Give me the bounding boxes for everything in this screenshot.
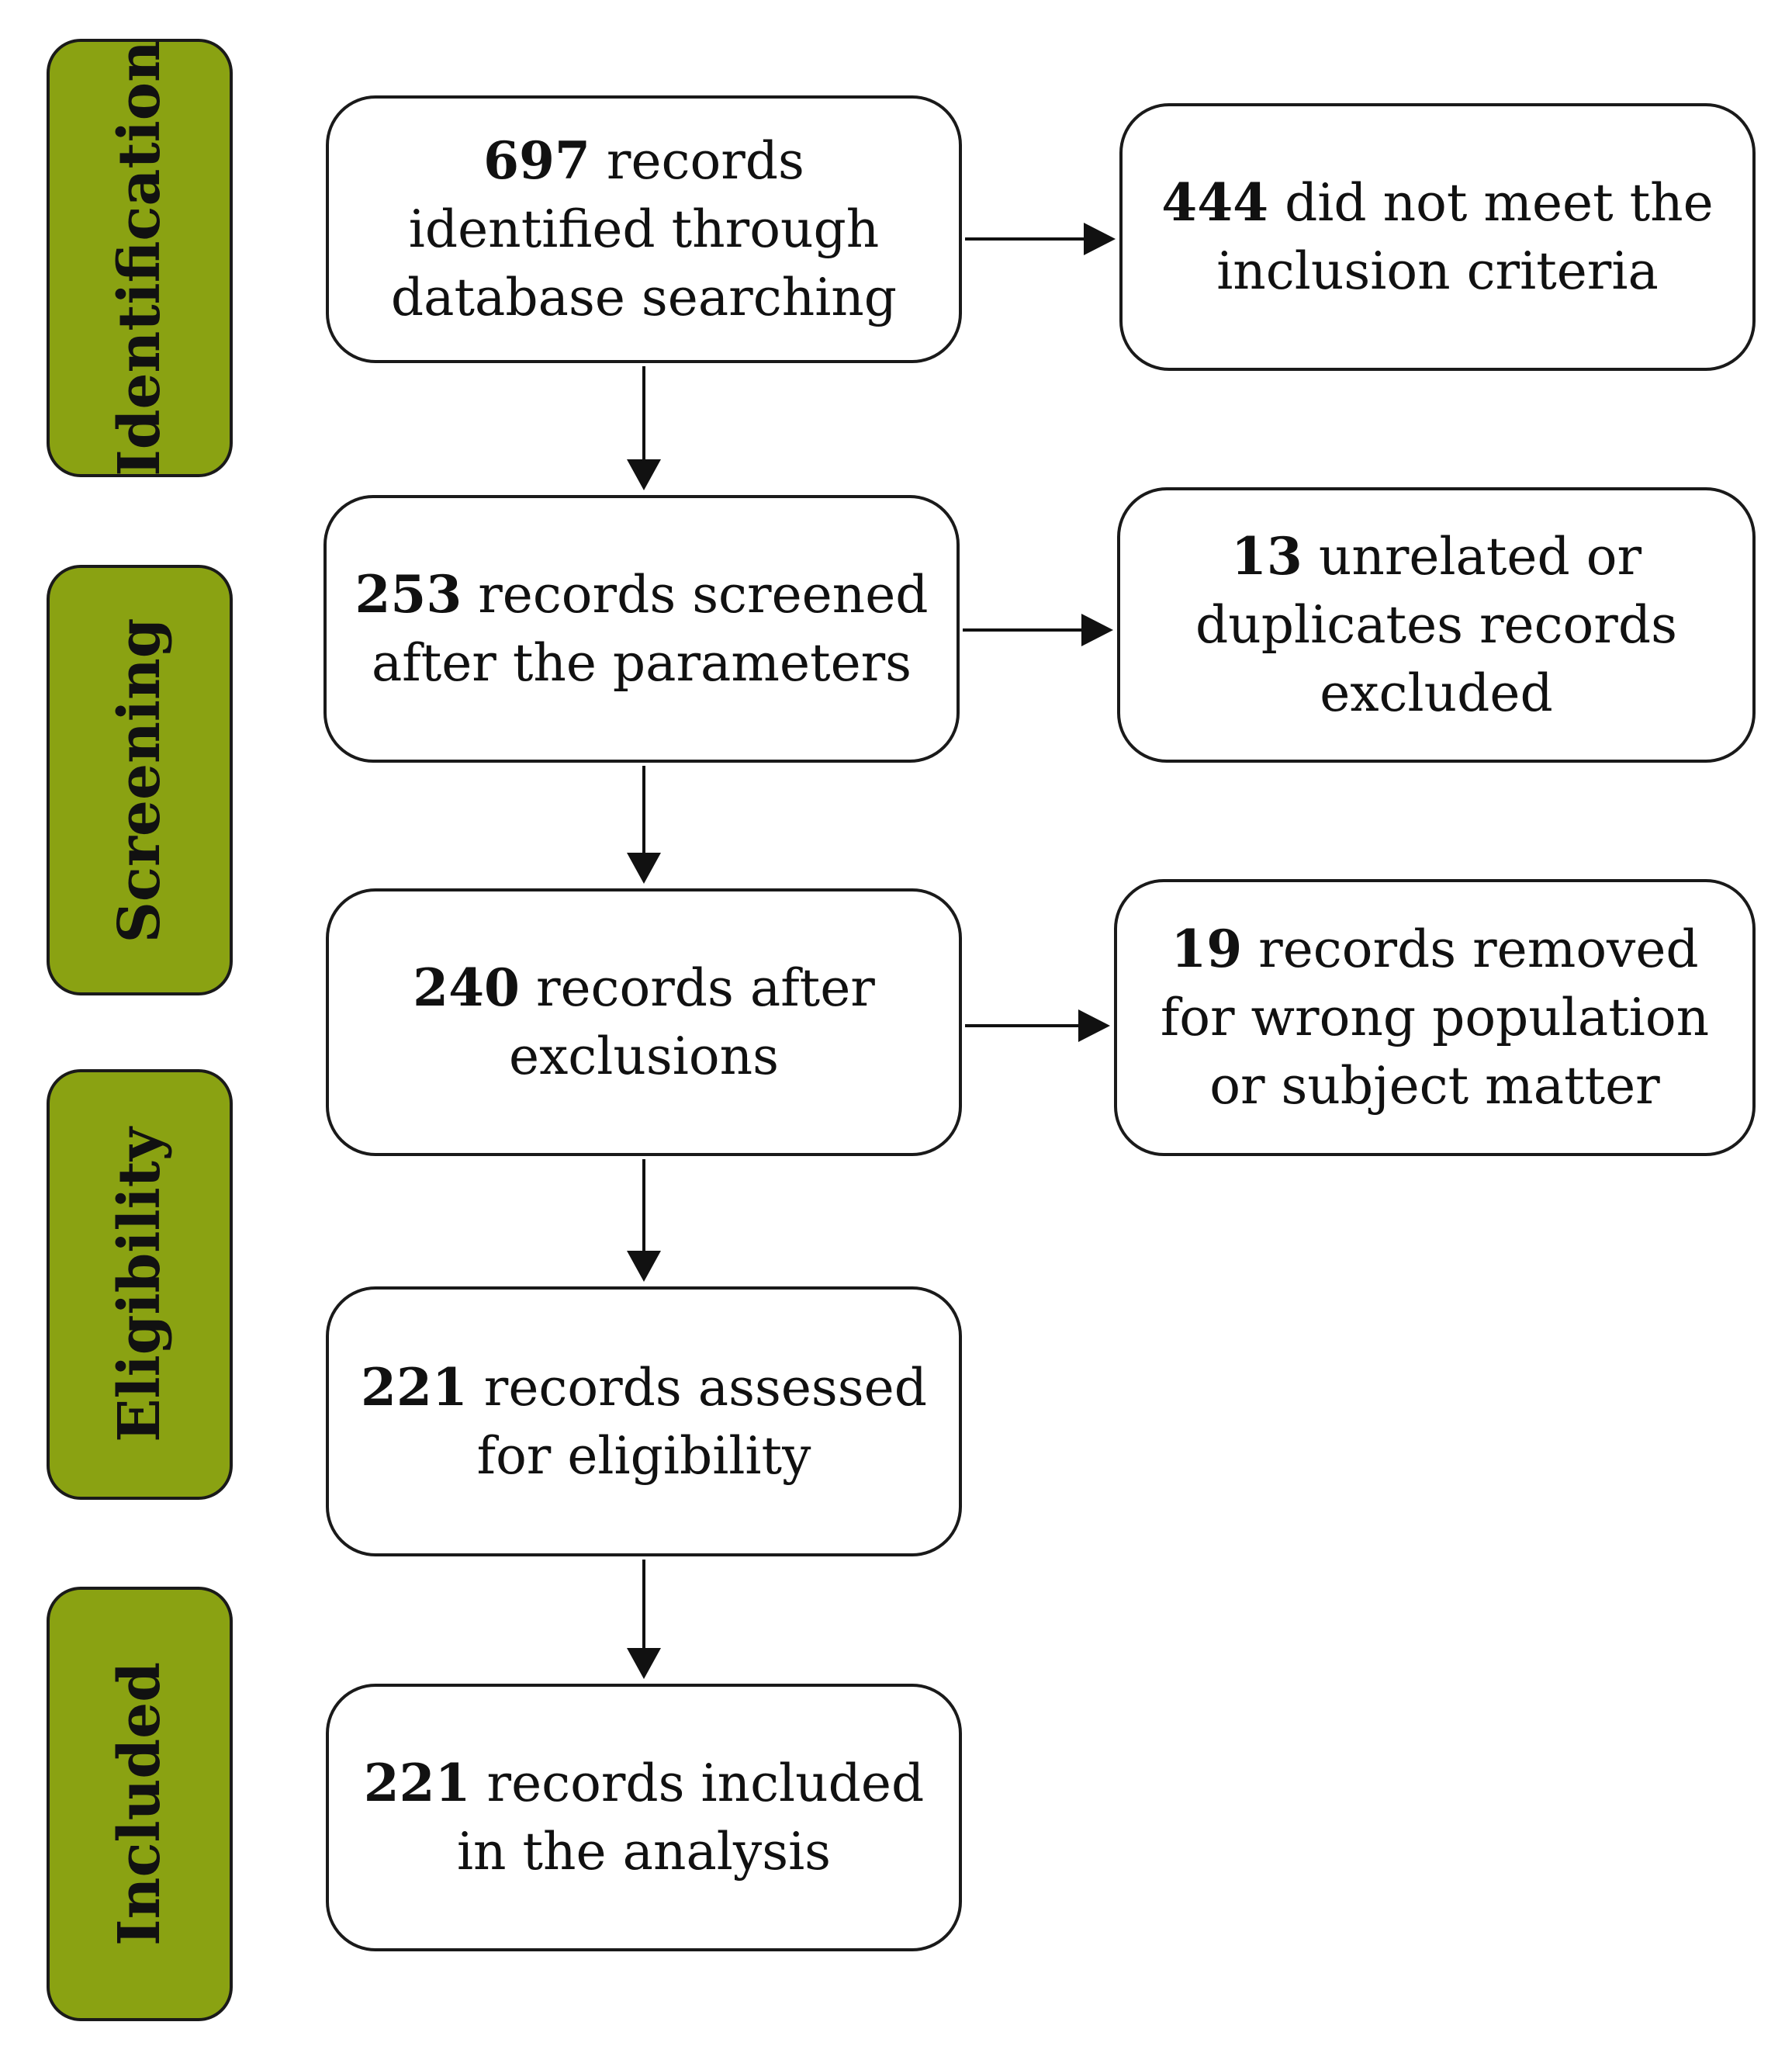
records-after-exclusions-count: 240 — [413, 957, 520, 1018]
stage-included: Included — [47, 1587, 233, 2021]
arrow-identified-to-not-meet-criteria — [965, 223, 1116, 255]
records-included-label: records included in the analysis — [456, 1754, 925, 1882]
records-included-count: 221 — [363, 1753, 471, 1813]
records-screened-count: 253 — [355, 564, 462, 625]
records-assessed-count: 221 — [361, 1356, 468, 1418]
stage-eligibility-label: Eligibility — [106, 1127, 173, 1442]
did-not-meet-criteria-count: 444 — [1161, 172, 1269, 233]
records-identified-count: 697 — [483, 130, 590, 191]
box-records-identified: 697 records identified through database … — [326, 95, 962, 363]
box-did-not-meet-criteria: 444 did not meet the inclusion criteria — [1119, 103, 1756, 371]
wrong-population-label: records removed for wrong population or … — [1160, 919, 1710, 1116]
unrelated-duplicates-label: unrelated or duplicates records excluded — [1195, 527, 1677, 723]
box-records-included: 221 records included in the analysis — [326, 1684, 962, 1951]
unrelated-duplicates-count: 13 — [1230, 526, 1302, 587]
box-wrong-population: 19 records removed for wrong population … — [1114, 879, 1756, 1156]
stage-screening-label: Screening — [106, 617, 173, 943]
stage-eligibility: Eligibility — [47, 1069, 233, 1500]
arrow-after-exclusions-to-assessed — [627, 1159, 661, 1282]
stage-identification-label: Identification — [106, 40, 173, 476]
box-records-assessed: 221 records assessed for eligibility — [326, 1286, 962, 1556]
box-records-assessed-text: 221 records assessed for eligibility — [344, 1353, 943, 1490]
box-records-after-exclusions-text: 240 records after exclusions — [396, 954, 892, 1091]
records-assessed-label: records assessed for eligibility — [476, 1357, 927, 1486]
records-identified-label: records identified through database sear… — [390, 131, 898, 327]
box-records-after-exclusions: 240 records after exclusions — [326, 888, 962, 1156]
records-after-exclusions-label: records after exclusions — [509, 958, 875, 1086]
box-unrelated-duplicates-text: 13 unrelated or duplicates records exclu… — [1165, 522, 1708, 728]
box-records-identified-text: 697 records identified through database … — [372, 126, 915, 332]
box-records-screened: 253 records screened after the parameter… — [323, 495, 960, 763]
arrow-identified-to-screened — [627, 366, 661, 490]
box-records-included-text: 221 records included in the analysis — [344, 1749, 943, 1886]
box-did-not-meet-criteria-text: 444 did not meet the inclusion criteria — [1138, 168, 1737, 306]
did-not-meet-criteria-label: did not meet the inclusion criteria — [1216, 173, 1714, 301]
records-screened-label: records screened after the parameters — [371, 565, 929, 693]
box-records-screened-text: 253 records screened after the parameter… — [342, 560, 941, 698]
arrow-after-exclusions-to-wrong-population — [965, 1009, 1110, 1042]
box-wrong-population-text: 19 records removed for wrong population … — [1133, 915, 1737, 1120]
arrow-screened-to-after-exclusions — [627, 766, 661, 884]
stage-included-label: Included — [106, 1662, 173, 1946]
wrong-population-count: 19 — [1171, 919, 1243, 979]
arrow-assessed-to-included — [627, 1560, 661, 1679]
arrow-screened-to-unrelated-duplicates — [963, 614, 1113, 646]
box-unrelated-duplicates: 13 unrelated or duplicates records exclu… — [1117, 487, 1756, 763]
stage-screening: Screening — [47, 565, 233, 995]
stage-identification: Identification — [47, 39, 233, 477]
